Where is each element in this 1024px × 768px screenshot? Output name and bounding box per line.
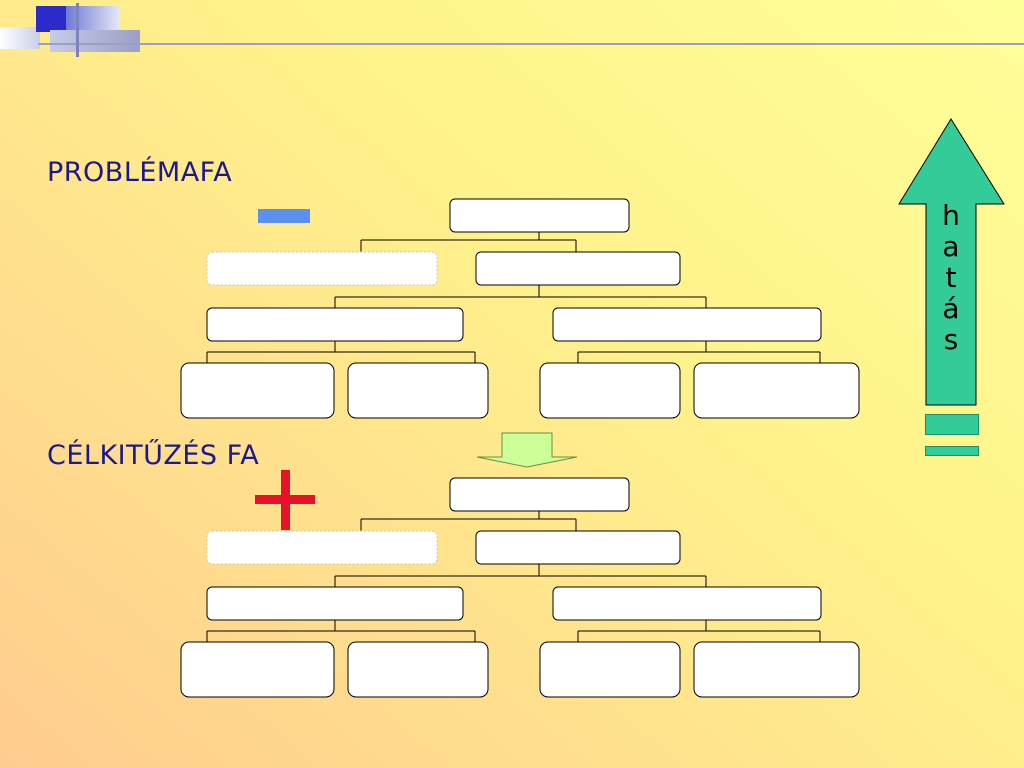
tree-box xyxy=(475,251,681,286)
minus-sign-icon xyxy=(258,209,310,223)
header-decoration-square xyxy=(66,6,120,32)
tree-box xyxy=(449,198,630,233)
tree-box xyxy=(475,530,681,565)
impact-letter: á xyxy=(942,292,960,325)
impact-letter: a xyxy=(942,230,960,263)
tree-box xyxy=(347,641,489,698)
header-decoration-square xyxy=(36,6,70,32)
tree-box xyxy=(449,477,630,512)
impact-letter: s xyxy=(943,323,959,356)
tree-box xyxy=(539,362,681,419)
impact-label: h a t á s xyxy=(934,200,968,355)
tree-box xyxy=(206,530,438,565)
tree-box xyxy=(206,586,464,621)
tree-box xyxy=(347,362,489,419)
tree-box xyxy=(180,641,335,698)
impact-arrow-icon xyxy=(898,118,1005,406)
impact-base-bar xyxy=(925,414,979,435)
header-rule xyxy=(38,43,1024,45)
problem-tree-title: PROBLÉMAFA xyxy=(47,157,233,188)
tree-box xyxy=(693,362,860,419)
objective-tree-title: CÉLKITŰZÉS FA xyxy=(47,440,260,471)
tree-box xyxy=(539,641,681,698)
impact-base-bar xyxy=(925,446,979,456)
header-decoration-square xyxy=(0,27,40,49)
plus-sign-icon xyxy=(255,470,315,530)
header-decoration-square xyxy=(50,30,140,52)
objective-tree xyxy=(180,477,860,698)
tree-box xyxy=(552,586,822,621)
tree-box xyxy=(180,362,335,419)
problem-tree xyxy=(180,198,860,419)
tree-box xyxy=(552,307,822,342)
tree-box xyxy=(206,307,464,342)
header-vertical-rule xyxy=(76,3,79,57)
impact-letter: t xyxy=(945,261,957,294)
tree-box xyxy=(693,641,860,698)
transform-arrow-icon xyxy=(476,432,578,468)
impact-letter: h xyxy=(942,199,960,232)
tree-box xyxy=(206,251,438,286)
